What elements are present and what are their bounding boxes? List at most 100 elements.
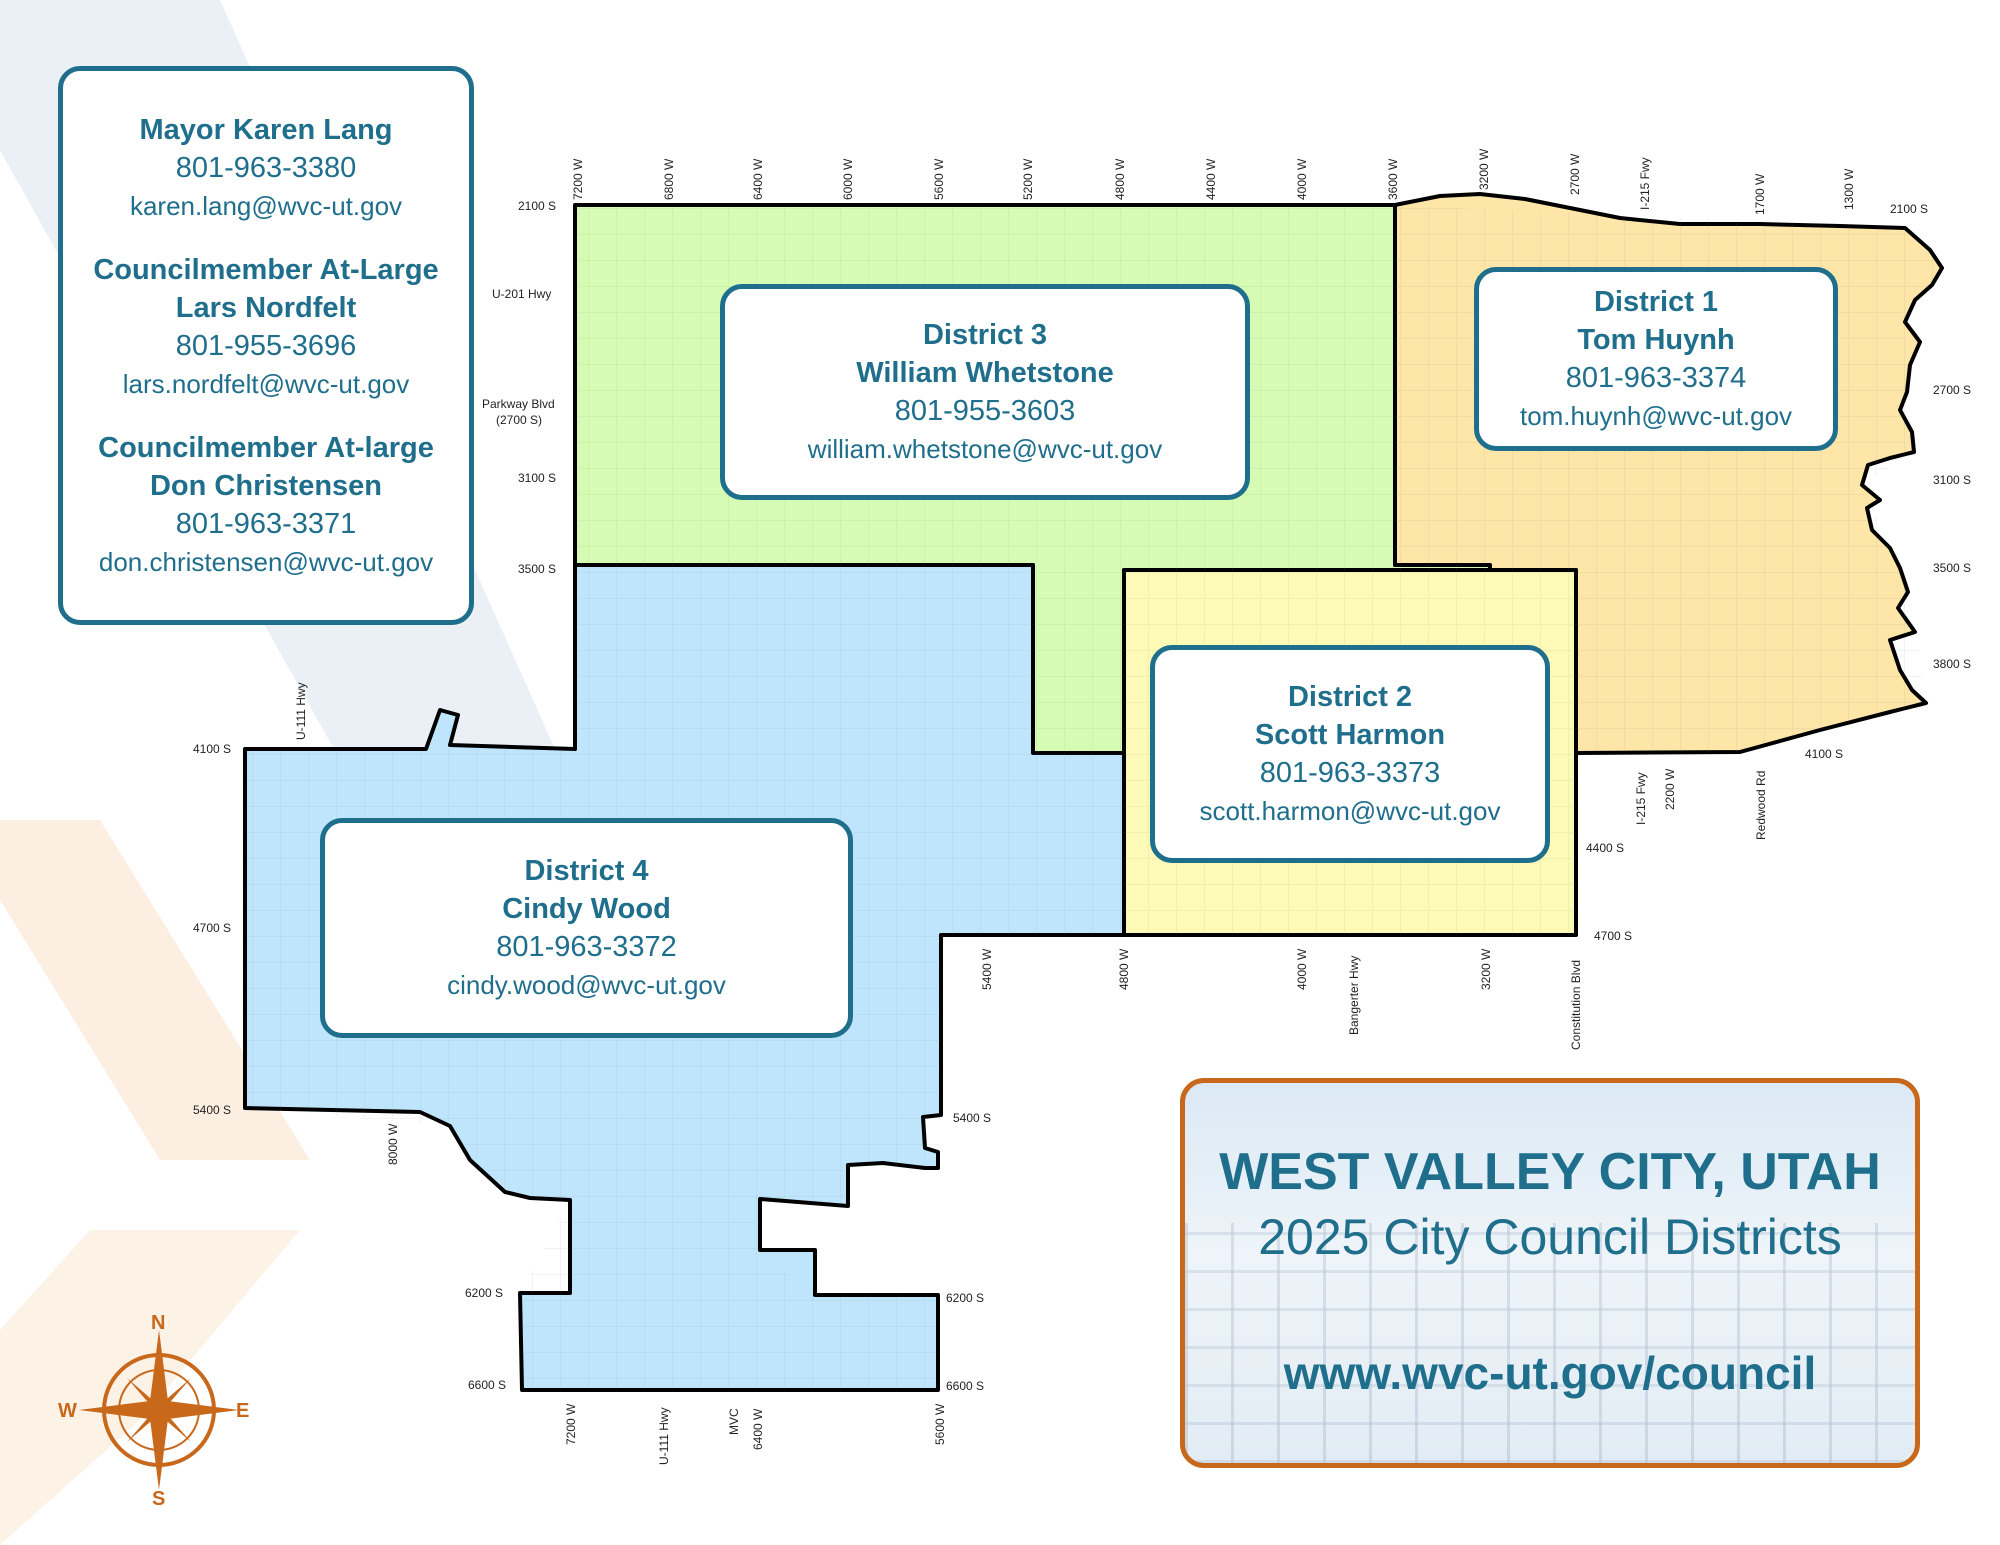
street-label: 3500 S	[1933, 561, 1971, 575]
street-label: 6200 S	[946, 1291, 984, 1305]
south-street-labels: 5400 S 6200 S 6200 S 6600 S 6600 S	[465, 1111, 991, 1393]
street-label: I-215 Fwy	[1634, 772, 1648, 825]
at-large-2-phone[interactable]: 801-963-3371	[175, 507, 357, 540]
street-label: 4000 W	[1295, 158, 1309, 200]
street-label: 4800 W	[1117, 948, 1131, 990]
district-2-email[interactable]: scott.harmon@wvc-ut.gov	[1199, 796, 1501, 826]
street-label: U-111 Hwy	[657, 1407, 671, 1465]
city-hall-photo	[1185, 1223, 1915, 1463]
mid-street-labels: I-215 Fwy 2200 W Redwood Rd 4400 S 4700 …	[1586, 768, 1768, 943]
street-label: 6000 W	[841, 158, 855, 200]
map-subtitle: 2025 City Council Districts	[1258, 1209, 1842, 1265]
street-label: Redwood Rd	[1754, 771, 1768, 840]
at-large-officials-card: Mayor Karen Lang 801-963-3380 karen.lang…	[58, 66, 474, 625]
street-label: 2700 S	[1933, 383, 1971, 397]
street-label: 4700 S	[193, 921, 231, 935]
district-4-card: District 4 Cindy Wood 801-963-3372 cindy…	[320, 818, 853, 1038]
street-label: 3100 S	[518, 471, 556, 485]
mayor-phone[interactable]: 801-963-3380	[175, 151, 357, 184]
lower-street-labels: 5400 W 4800 W 4000 W Bangerter Hwy 3200 …	[980, 948, 1583, 1050]
district-4-councilmember: Cindy Wood	[502, 893, 671, 925]
compass-west-label: W	[58, 1400, 77, 1422]
street-label: Constitution Blvd	[1569, 960, 1583, 1050]
street-label: 4700 S	[1594, 929, 1632, 943]
west-street-labels: U-111 Hwy 4100 S 4700 S 5400 S 8000 W	[193, 682, 400, 1165]
title-card: WEST VALLEY CITY, UTAH 2025 City Council…	[1180, 1078, 1920, 1468]
district-1-card: District 1 Tom Huynh 801-963-3374 tom.hu…	[1474, 267, 1838, 451]
street-label: 4100 S	[1805, 747, 1843, 761]
district-4-label: District 4	[524, 855, 649, 887]
street-label: 5400 S	[193, 1103, 231, 1117]
street-label: 4400 W	[1204, 158, 1218, 200]
street-label: 5400 W	[980, 948, 994, 990]
street-label: 6800 W	[662, 158, 676, 200]
street-label: 3200 W	[1477, 148, 1491, 190]
street-label: 2200 W	[1663, 768, 1677, 810]
mayor-email[interactable]: karen.lang@wvc-ut.gov	[129, 190, 403, 221]
street-label: 6400 W	[751, 158, 765, 200]
compass-rose	[79, 1330, 239, 1490]
street-label: 7200 W	[564, 1403, 578, 1445]
street-label: 4800 W	[1113, 158, 1127, 200]
mayor-name: Mayor Karen Lang	[139, 113, 393, 146]
street-label: 3500 S	[518, 562, 556, 576]
right-street-labels: 2100 S 2700 S 3100 S 3500 S 3800 S 4100 …	[1805, 202, 1971, 761]
street-label: 4100 S	[193, 742, 231, 756]
street-label: Bangerter Hwy	[1347, 956, 1361, 1035]
street-label: 3600 W	[1386, 158, 1400, 200]
district-1-councilmember: Tom Huynh	[1577, 324, 1735, 356]
district-2-councilmember: Scott Harmon	[1254, 719, 1446, 751]
street-label: 2100 S	[1890, 202, 1928, 216]
at-large-1-phone[interactable]: 801-955-3696	[175, 329, 357, 362]
at-large-2-email[interactable]: don.christensen@wvc-ut.gov	[98, 546, 434, 577]
street-label: 2100 S	[518, 199, 556, 213]
street-label: 7200 W	[571, 158, 585, 200]
district-3-councilmember: William Whetstone	[856, 357, 1114, 389]
at-large-1-email[interactable]: lars.nordfelt@wvc-ut.gov	[122, 368, 410, 399]
street-label: 5600 W	[933, 1403, 947, 1445]
district-3-phone[interactable]: 801-955-3603	[894, 395, 1076, 427]
district-1-email[interactable]: tom.huynh@wvc-ut.gov	[1519, 401, 1793, 431]
street-label: 5400 S	[953, 1111, 991, 1125]
district-2-card: District 2 Scott Harmon 801-963-3373 sco…	[1150, 645, 1550, 863]
at-large-1-title: Councilmember At-Large	[93, 253, 439, 286]
district-3-label: District 3	[922, 319, 1048, 351]
street-label: I-215 Fwy	[1638, 157, 1652, 210]
district-1-label: District 1	[1593, 286, 1719, 318]
street-label: 4000 W	[1295, 948, 1309, 990]
street-label: 6400 W	[751, 1408, 765, 1450]
compass-south-label: S	[152, 1488, 166, 1510]
street-label: 5200 W	[1021, 158, 1035, 200]
at-large-1-name: Lars Nordfelt	[175, 291, 357, 324]
street-label: MVC	[727, 1408, 741, 1435]
street-label: U-111 Hwy	[294, 682, 308, 740]
street-label: 2700 W	[1568, 153, 1582, 195]
district-2-phone[interactable]: 801-963-3373	[1259, 757, 1441, 789]
at-large-2-title: Councilmember At-large	[98, 431, 434, 464]
street-label: 6200 S	[465, 1286, 503, 1300]
district-3-card: District 3 William Whetstone 801-955-360…	[720, 284, 1250, 500]
compass-east-label: E	[236, 1400, 250, 1422]
orange-chevron-shape-2	[0, 1230, 300, 1545]
street-label: 6600 S	[468, 1378, 506, 1392]
street-label: 1700 W	[1753, 173, 1767, 215]
district-1-phone[interactable]: 801-963-3374	[1565, 362, 1747, 394]
district-4-email[interactable]: cindy.wood@wvc-ut.gov	[447, 970, 726, 1000]
council-website-link[interactable]: www.wvc-ut.gov/council	[1283, 1347, 1817, 1399]
left-street-labels: 2100 S U-201 Hwy Parkway Blvd (2700 S) 3…	[482, 199, 556, 576]
bottom-street-labels: 7200 W U-111 Hwy MVC 6400 W 5600 W	[564, 1403, 947, 1465]
top-street-labels: 7200 W 6800 W 6400 W 6000 W 5600 W 5200 …	[571, 148, 1856, 215]
district-3-email[interactable]: william.whetstone@wvc-ut.gov	[807, 434, 1163, 464]
street-label: Parkway Blvd	[482, 397, 555, 411]
district-2-label: District 2	[1287, 681, 1413, 713]
compass-north-label: N	[151, 1312, 166, 1334]
street-label: 3100 S	[1933, 473, 1971, 487]
city-title: WEST VALLEY CITY, UTAH	[1219, 1143, 1881, 1201]
street-label: (2700 S)	[496, 413, 542, 427]
street-label: 5600 W	[932, 158, 946, 200]
street-label: 8000 W	[386, 1123, 400, 1165]
at-large-2-name: Don Christensen	[149, 469, 383, 502]
district-4-phone[interactable]: 801-963-3372	[496, 931, 677, 963]
street-label: U-201 Hwy	[492, 287, 551, 301]
street-label: 3200 W	[1479, 948, 1493, 990]
